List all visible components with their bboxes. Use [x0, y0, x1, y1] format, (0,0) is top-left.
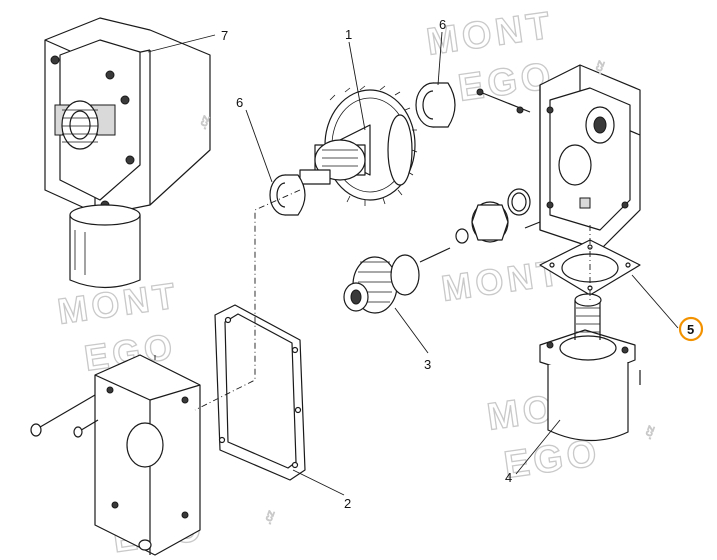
part-4-motor [539, 293, 641, 442]
part-6a-bearing [415, 82, 456, 128]
callout-3: 3 [424, 357, 431, 372]
callouts: 1 2 3 4 5 6 6 7 [221, 17, 704, 511]
callout-2: 2 [344, 496, 351, 511]
callout-6b: 6 [236, 95, 243, 110]
callout-5-highlight[interactable]: 5 [678, 316, 704, 342]
watermark-suffixes: .cz .cz .cz .cz [196, 58, 658, 526]
part-7-gearbox-assembly [44, 17, 211, 289]
callout-7: 7 [221, 28, 228, 43]
housing-right [476, 64, 641, 251]
watermark-suffix: .cz [592, 59, 608, 76]
part-1-gear-shaft [299, 85, 418, 206]
small-parts-middle [419, 188, 541, 263]
part-6b-bearing [269, 174, 306, 216]
watermark-suffix: .cz [262, 509, 278, 526]
assembly-centerlines [154, 189, 591, 411]
watermark-text: MONT [424, 4, 556, 63]
part-3-pinion [343, 254, 420, 314]
watermark-suffix: .cz [642, 424, 658, 441]
leader-lines [147, 31, 679, 496]
callout-1: 1 [345, 27, 352, 42]
part-2-cover-gasket [214, 304, 306, 481]
callout-5: 5 [687, 322, 694, 337]
callout-4: 4 [505, 470, 512, 485]
callout-6a: 6 [439, 17, 446, 32]
watermark-suffix: .cz [197, 114, 213, 131]
watermark-text: MONT [439, 251, 566, 309]
watermark-mid-right: MONT [438, 251, 566, 310]
cover-housing [30, 354, 201, 556]
